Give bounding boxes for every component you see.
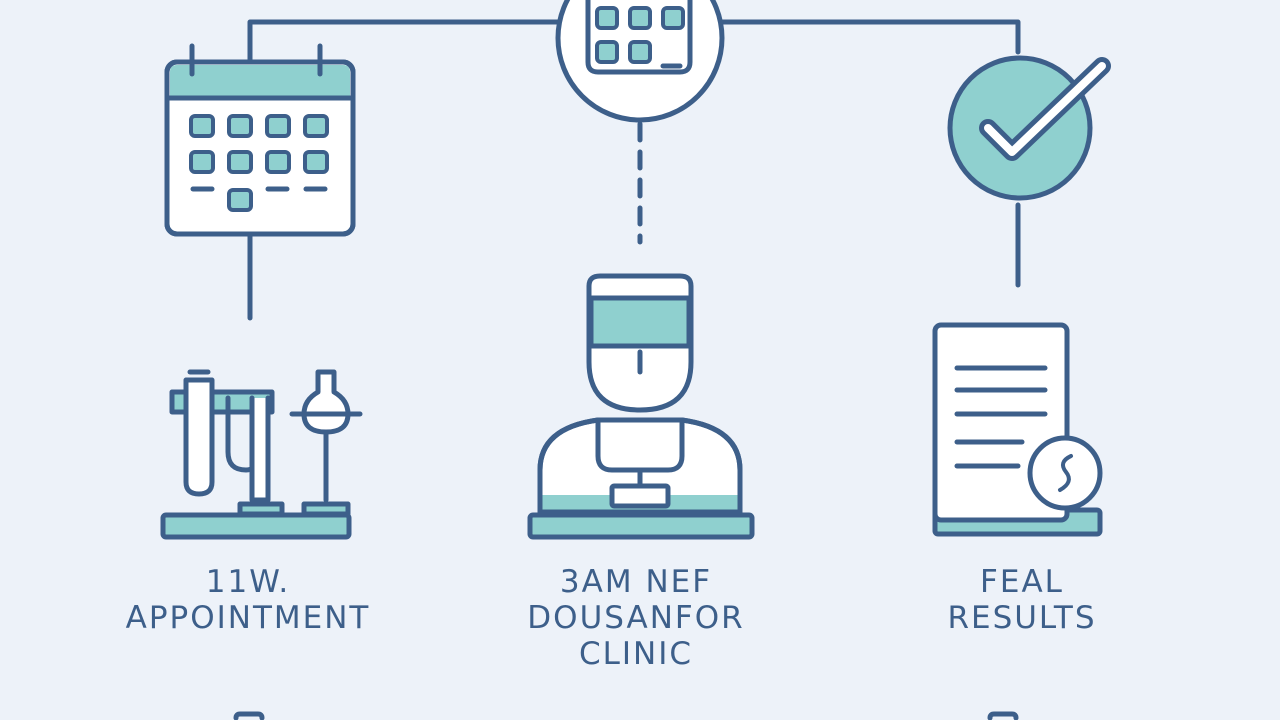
caption-line: 11W.	[205, 564, 291, 600]
next-step-connectors	[233, 711, 1019, 720]
calendar-circle-icon	[555, 0, 725, 123]
calendar-icon	[164, 43, 356, 237]
connector-top-left	[247, 19, 563, 65]
step-caption-results: FEAL RESULTS	[842, 564, 1202, 636]
checkmark-circle-icon	[947, 55, 1111, 201]
caption-line: RESULTS	[947, 600, 1097, 636]
connector-lines	[247, 19, 1021, 321]
doctor-icon	[527, 273, 755, 540]
step-caption-clinic: 3AM NEF DOUSANFOR CLINIC	[456, 564, 816, 672]
lab-equipment-icon	[160, 369, 363, 540]
caption-line: DOUSANFOR	[527, 600, 745, 636]
report-document-icon	[932, 322, 1103, 537]
caption-line: APPOINTMENT	[125, 600, 371, 636]
step-caption-appointment: 11W. APPOINTMENT	[68, 564, 428, 636]
caption-line: 3AM NEF	[559, 564, 713, 600]
caption-line: CLINIC	[578, 636, 694, 672]
caption-line: FEAL	[980, 564, 1064, 600]
connector-top-right	[719, 19, 1021, 55]
